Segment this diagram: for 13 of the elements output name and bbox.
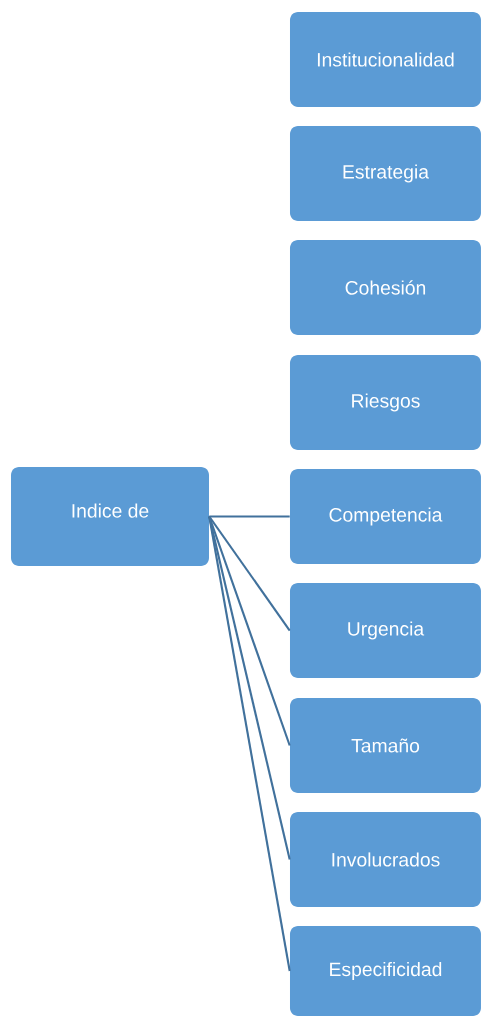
connector-line [208, 516, 291, 972]
process-box: Riesgos [290, 355, 481, 450]
process-box: Urgencia [290, 583, 481, 678]
connector-line [209, 515, 290, 518]
process-box: Estrategia [290, 126, 481, 221]
process-box: Involucrados [290, 812, 481, 907]
connector-line [208, 515, 291, 632]
process-box: Indice de [11, 467, 209, 566]
process-box: Tamaño [290, 698, 481, 793]
process-box: Institucionalidad [290, 12, 481, 107]
process-box: Especificidad [290, 926, 481, 1016]
process-box: Competencia [290, 469, 481, 564]
process-box: Cohesión [290, 240, 481, 335]
